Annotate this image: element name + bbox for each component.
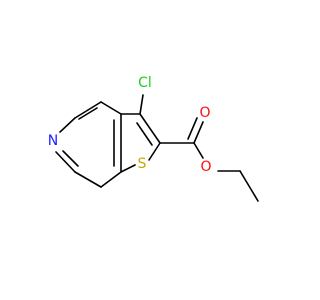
bond-n-c7 xyxy=(55,151,76,173)
bond-c2-s xyxy=(148,142,161,161)
sulfur-label: S xyxy=(138,156,147,172)
bond-c3-cl xyxy=(139,94,144,115)
structure-canvas: Cl S N O O xyxy=(48,75,259,202)
carbonyl-oxygen-label: O xyxy=(199,105,210,121)
bond-c4-c5 xyxy=(100,101,122,115)
bond-c3-c2-double xyxy=(136,122,153,146)
bond-ch2-ch3 xyxy=(239,170,259,202)
bond-c5-c6 xyxy=(74,101,102,119)
nitrogen-label: N xyxy=(48,133,58,149)
bond-n-c7-double xyxy=(62,150,79,167)
ester-oxygen-label: O xyxy=(200,159,211,175)
bond-s-c7a xyxy=(120,164,136,173)
bond-c3-c2 xyxy=(139,113,161,144)
chlorine-label: Cl xyxy=(138,75,152,91)
bond-c7a-c7 xyxy=(100,171,122,188)
bond-carbonyl-o-double-b xyxy=(187,117,198,140)
bond-carbonyl-o-single xyxy=(193,142,204,159)
bond-c7-c7a xyxy=(74,171,102,188)
bond-carbonyl-o-double-a xyxy=(193,121,204,144)
bond-c5-c6-double xyxy=(78,107,98,120)
bond-c6-n xyxy=(59,117,76,133)
molecule-structure: Cl S N O O xyxy=(48,75,259,202)
